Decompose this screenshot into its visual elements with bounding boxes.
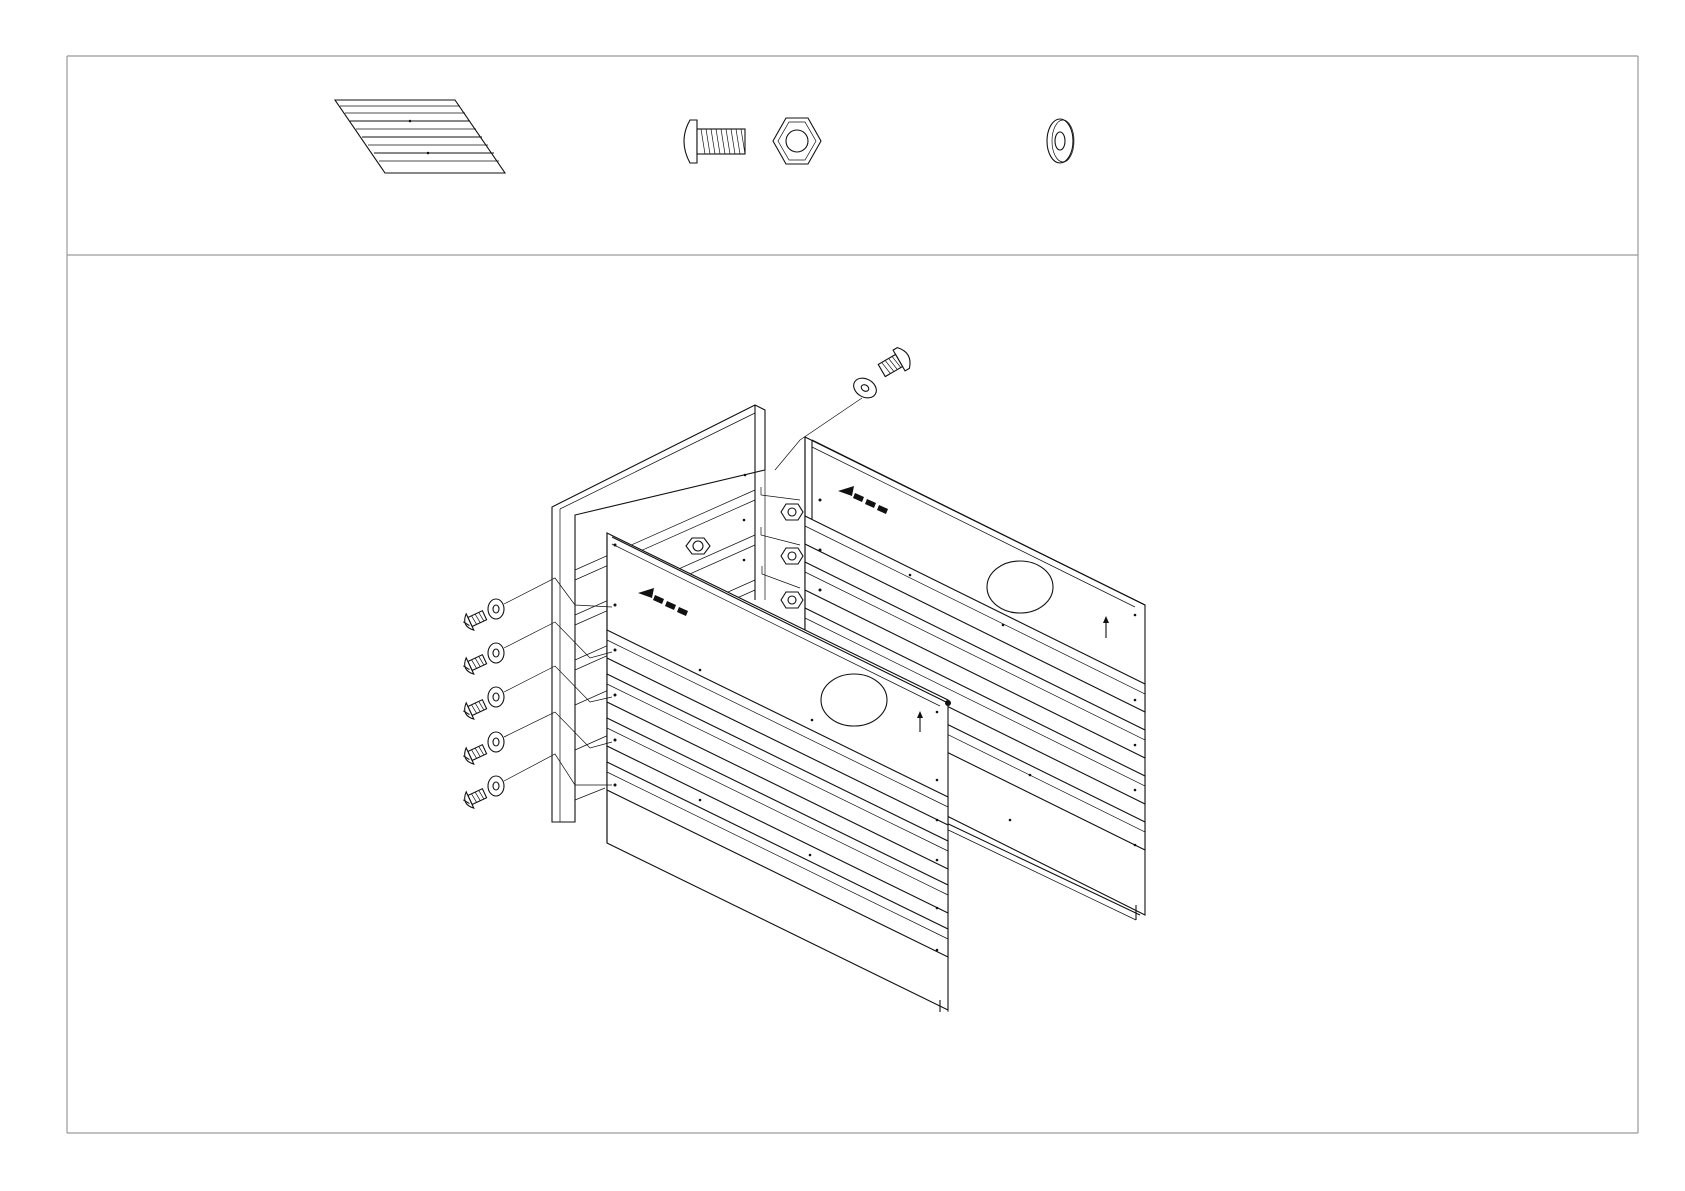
assembly-drawing [461, 345, 1145, 1012]
top-bolt-assembly [775, 345, 914, 470]
screw-3 [461, 666, 612, 722]
bolt-icon [684, 120, 745, 163]
parts-row [335, 100, 1074, 173]
slatted-panel-icon [335, 100, 505, 173]
screw-2 [461, 622, 612, 677]
front-screws [461, 578, 612, 811]
washer-icon-top [850, 374, 880, 402]
hex-nut-inner [686, 538, 710, 554]
bolt-icon-top [876, 345, 914, 381]
hex-nut-rear-2 [781, 548, 803, 564]
hex-nut-rear-1 [781, 504, 803, 520]
screw-4 [461, 712, 612, 767]
hex-nut-rear-3 [781, 592, 803, 608]
hex-nut-icon [773, 118, 821, 164]
washer-icon [1047, 119, 1074, 163]
screw-1 [461, 578, 612, 633]
rear-nuts [761, 487, 803, 608]
screw-5 [461, 754, 612, 811]
